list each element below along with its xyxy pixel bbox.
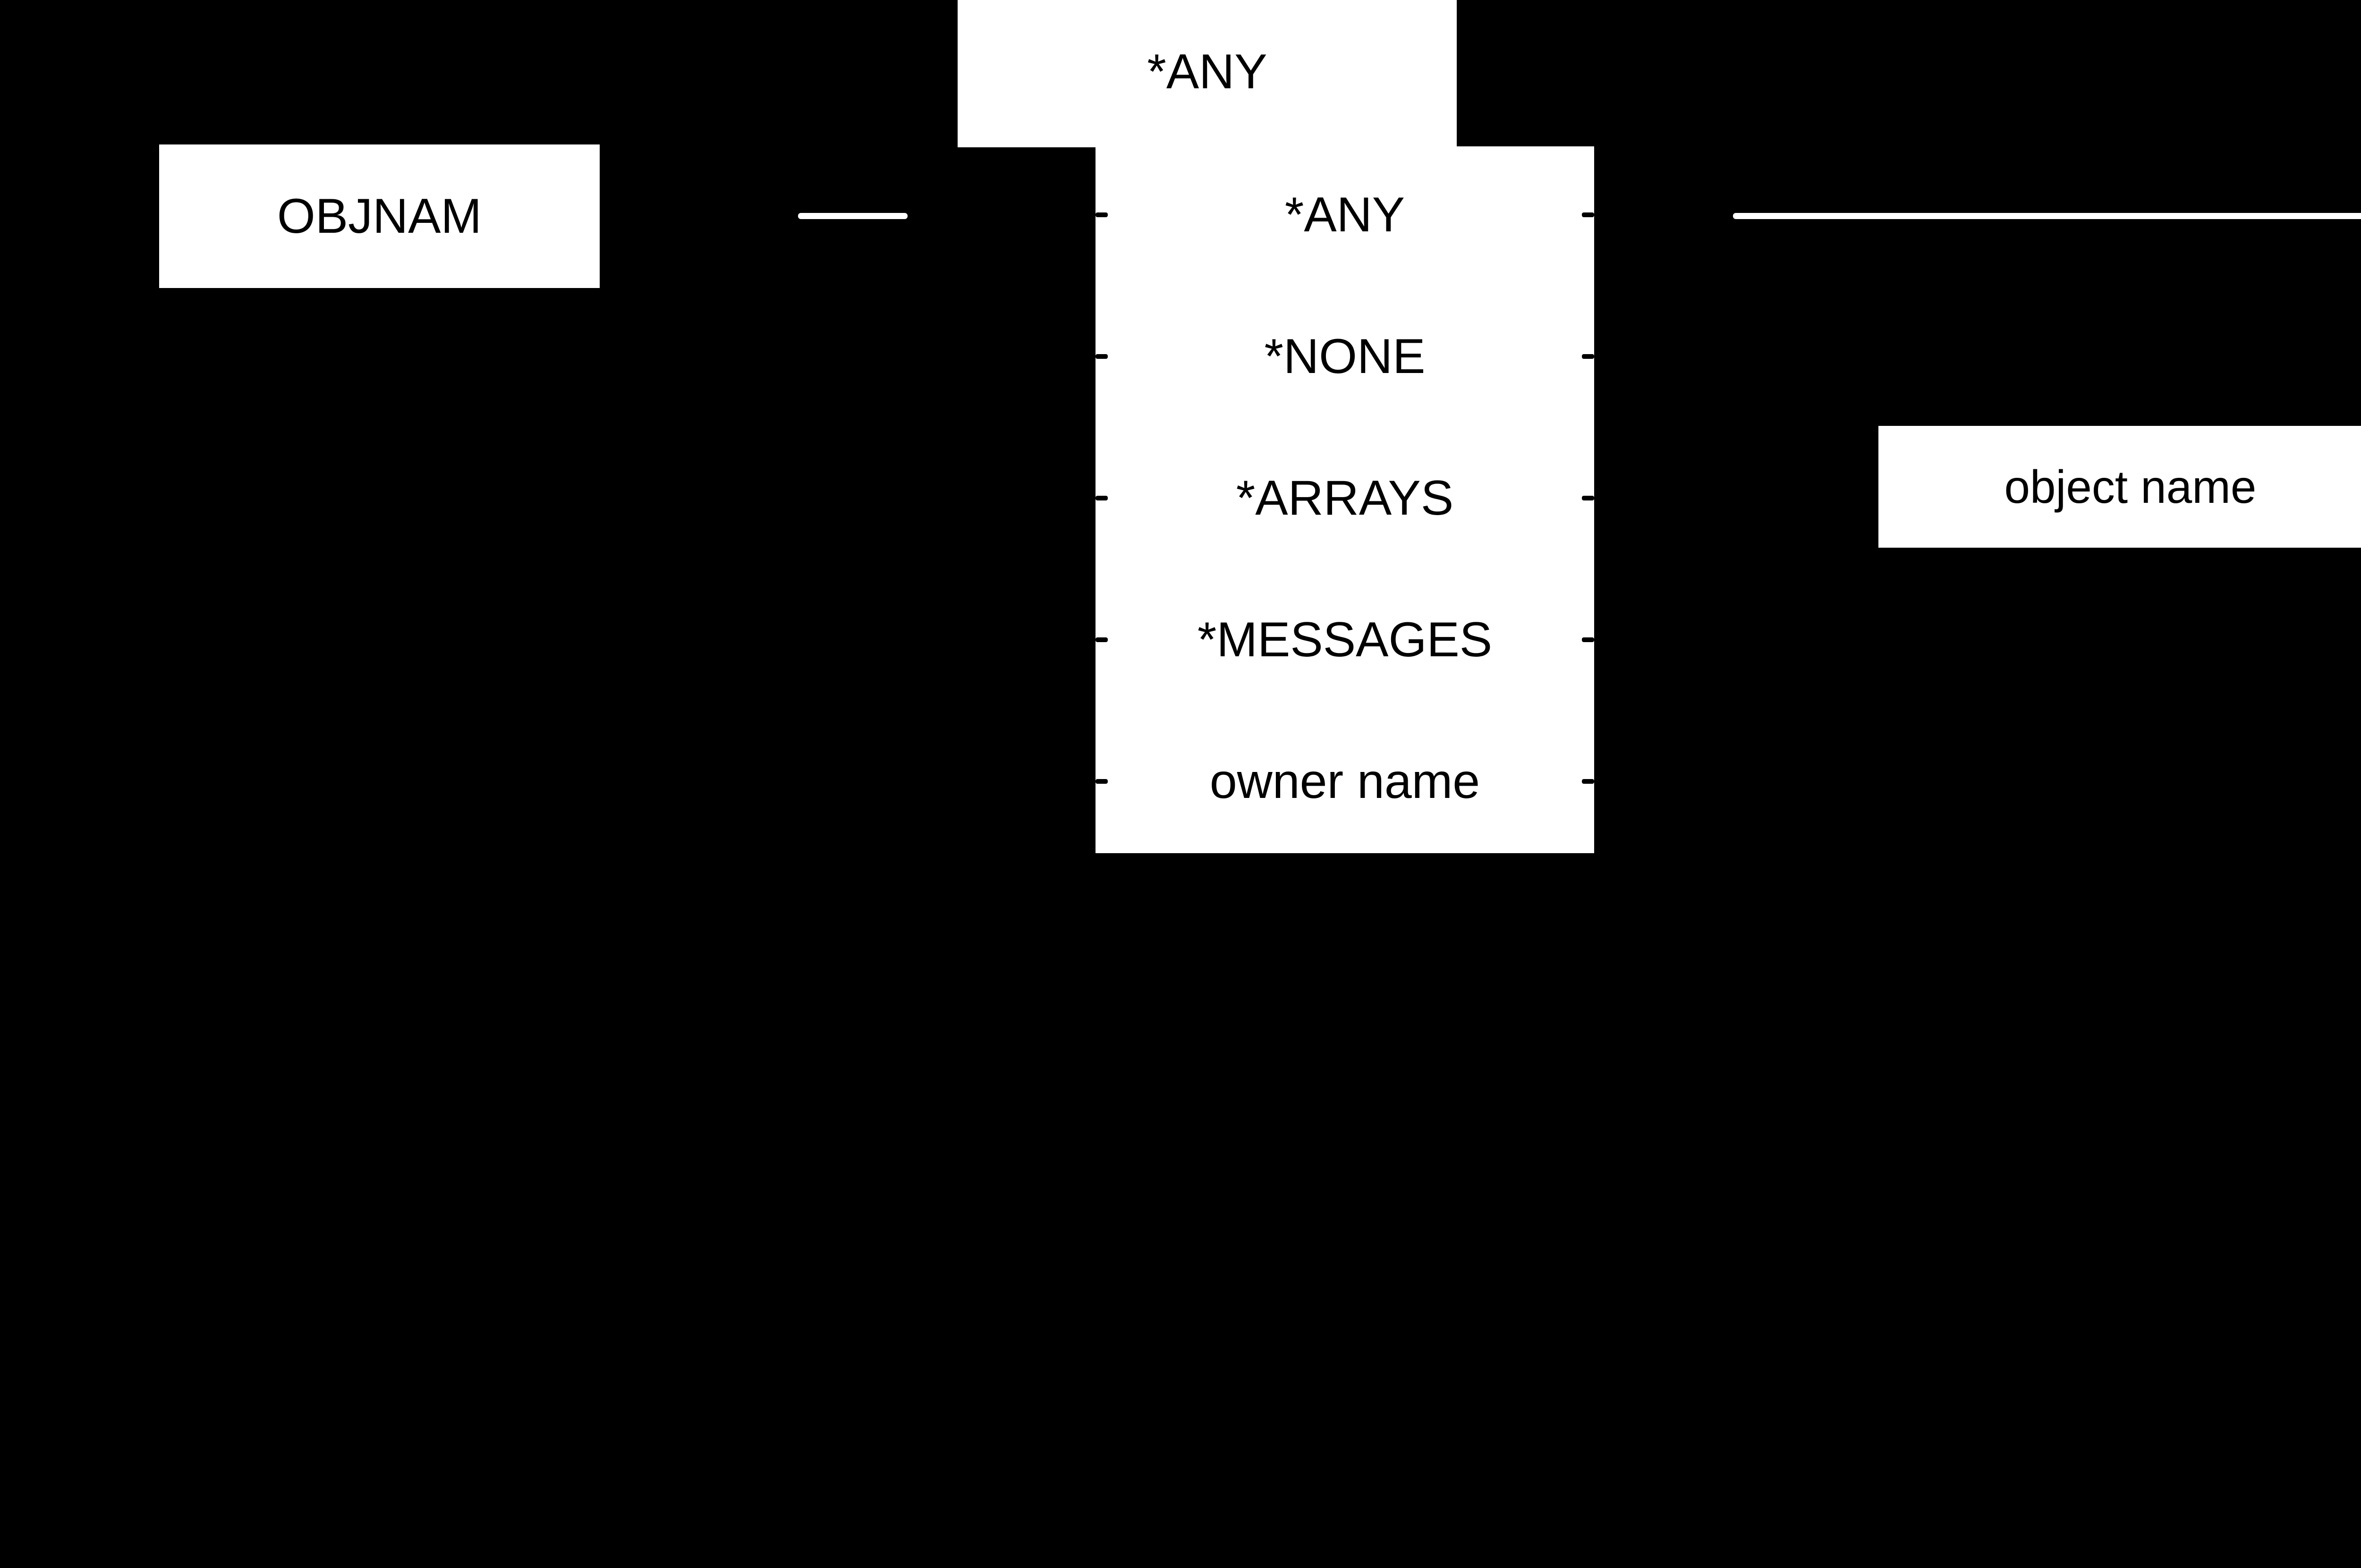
object-name-label: object name bbox=[2004, 461, 2257, 513]
rail-junction-tick-left bbox=[1096, 354, 1108, 359]
owner-choice-item[interactable]: *MESSAGES bbox=[1197, 612, 1493, 667]
rail-junction-tick-right bbox=[1582, 496, 1594, 500]
connector-rail-long bbox=[1733, 213, 2361, 219]
rail-junction-tick-right bbox=[1582, 354, 1594, 359]
owner-choice-item[interactable]: owner name bbox=[1209, 754, 1480, 809]
owner-choice-item[interactable]: *NONE bbox=[1264, 329, 1426, 384]
rail-junction-tick-left bbox=[1096, 496, 1108, 500]
objnam-keyword-label: OBJNAM bbox=[277, 189, 482, 244]
owner-choice-stack: *ANY *NONE *ARRAYS *MESSAGES owner name bbox=[1096, 146, 1594, 853]
rail-junction-tick-left bbox=[1096, 212, 1108, 217]
owner-default-any-label: *ANY bbox=[1147, 44, 1267, 99]
rail-junction-tick-left bbox=[1096, 637, 1108, 642]
rail-junction-tick-right bbox=[1582, 779, 1594, 784]
connector-rail-short bbox=[798, 213, 908, 219]
owner-default-any-box: *ANY bbox=[958, 0, 1457, 147]
objnam-keyword-box: OBJNAM bbox=[159, 144, 600, 288]
owner-choice-item[interactable]: *ARRAYS bbox=[1236, 471, 1454, 525]
rail-junction-tick-right bbox=[1582, 212, 1594, 217]
rail-junction-tick-right bbox=[1582, 637, 1594, 642]
object-name-box: object name bbox=[1878, 426, 2361, 548]
rail-junction-tick-left bbox=[1096, 779, 1108, 784]
owner-choice-item[interactable]: *ANY bbox=[1284, 187, 1405, 242]
